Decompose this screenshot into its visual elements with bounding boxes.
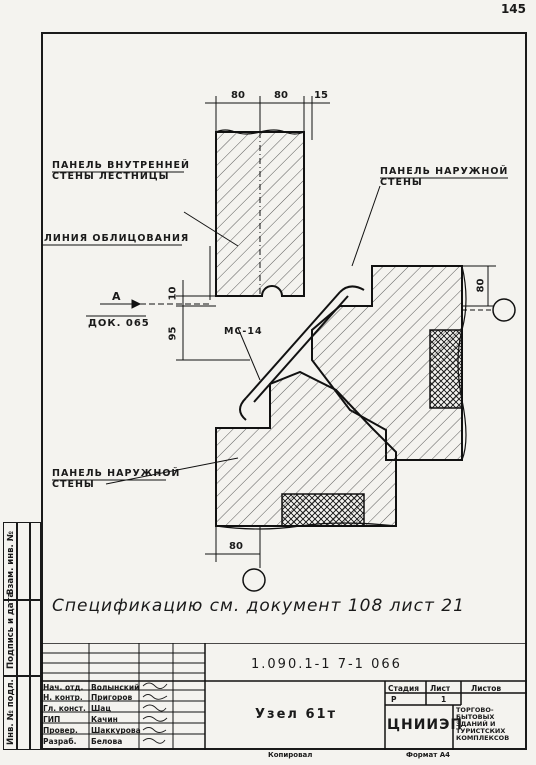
doc-code: 1.090.1-1 7-1 066 — [251, 657, 402, 672]
page-number: 145 — [500, 2, 526, 16]
outer-wall-panel-left — [215, 370, 397, 530]
role-4: ГИП — [43, 715, 61, 724]
title-block: 1.090.1-1 7-1 066 Узел 61т Нач. отд. Н. … — [41, 643, 527, 750]
side-stamp-replace: Взам. инв. № — [6, 531, 16, 595]
name-2: Пригоров — [91, 693, 133, 702]
axis-marker-bottom — [242, 568, 266, 592]
name-5: Шаккурова — [91, 726, 141, 735]
drawing-frame — [41, 32, 527, 750]
label-facing-line: ЛИНИЯ ОБЛИЦОВАНИЯ — [44, 233, 190, 244]
dim-bottom-80: 80 — [229, 541, 243, 552]
label-section-ref: ДОК. 065 — [88, 318, 150, 329]
label-element-mark: МС-14 — [224, 326, 263, 337]
footer-copied: Копировал — [268, 751, 313, 759]
inner-wall-panel — [215, 129, 305, 297]
role-2: Н. контр. — [43, 693, 83, 702]
sheets-header: Листов — [471, 684, 502, 693]
steel-tie-ms14 — [239, 285, 365, 421]
name-4: Качин — [91, 715, 118, 724]
label-section-letter: А — [112, 290, 122, 303]
dim-left-95: 95 — [167, 326, 179, 341]
outer-wall-panel-right — [311, 265, 467, 461]
name-1: Волынский — [91, 683, 140, 692]
sheet-value: 1 — [441, 695, 447, 704]
dim-right-80: 80 — [475, 278, 487, 293]
name-6: Белова — [91, 737, 123, 746]
stage-header: Стадия — [388, 684, 420, 693]
role-3: Гл. конст. — [43, 704, 86, 713]
specification-note: Спецификацию см. документ 108 лист 21 — [52, 596, 465, 616]
organization-desc: ТОРГОВО- БЫТОВЫХ ЗДАНИЙ И ТУРИСТСКИХ КОМ… — [456, 707, 510, 742]
side-stamp-inv: Инв. № подл. — [6, 679, 16, 745]
side-stamp: Инв. № подл. Подпись и дата Взам. инв. № — [3, 522, 41, 750]
side-stamp-sign: Подпись и дата — [6, 591, 16, 669]
dim-left-10: 10 — [167, 286, 179, 301]
stage-value: Р — [391, 695, 397, 704]
dim-top-3: 15 — [314, 90, 328, 101]
organization: ЦНИИЭП — [387, 717, 464, 733]
role-6: Разраб. — [43, 737, 77, 746]
sheet-header: Лист — [430, 684, 451, 693]
dim-top-2: 80 — [274, 90, 288, 101]
dim-top-1: 80 — [231, 90, 245, 101]
role-1: Нач. отд. — [43, 683, 84, 692]
axis-marker-right — [492, 298, 516, 322]
drawing-title: Узел 61т — [255, 707, 338, 722]
name-3: Шац — [91, 704, 111, 713]
role-5: Провер. — [43, 726, 78, 735]
footer-format: Формат А4 — [406, 751, 450, 759]
